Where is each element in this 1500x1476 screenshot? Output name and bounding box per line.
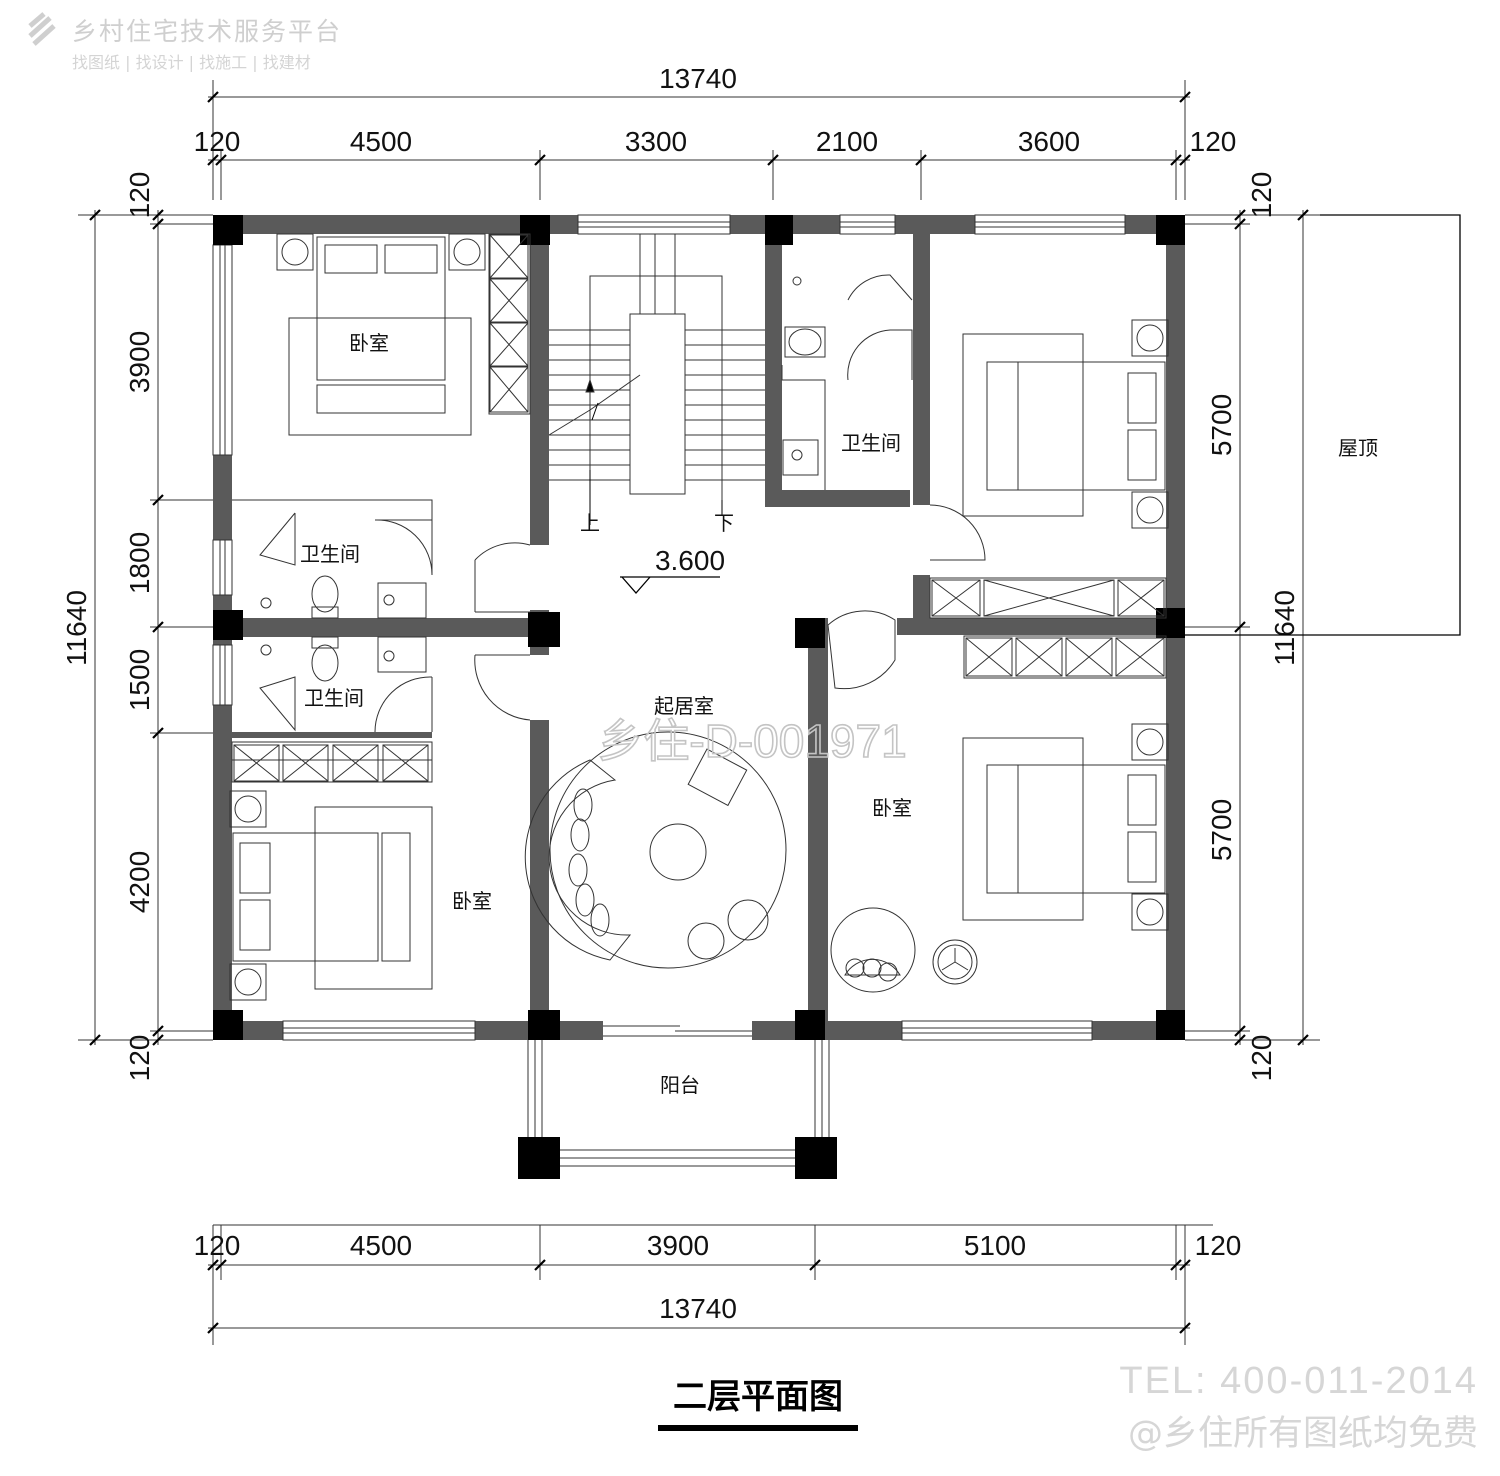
dim-top-total: 13740 [659, 63, 737, 94]
drawing-title-text: 二层平面图 [673, 1377, 843, 1417]
interior-walls [213, 215, 1185, 1040]
room-label-bedroom-sw: 卧室 [452, 889, 492, 913]
dim-bottom-2: 4500 [350, 1230, 412, 1261]
dim-left-2: 3900 [124, 331, 155, 393]
dim-right-1: 120 [1246, 172, 1277, 219]
dimension-lines [78, 80, 1320, 1345]
dim-top-3: 3300 [625, 126, 687, 157]
room-label-bath-w: 卫生间 [304, 686, 364, 710]
dim-right-3: 5700 [1206, 799, 1237, 861]
stair-down-label: 下 [714, 511, 734, 535]
dim-right-4: 120 [1246, 1035, 1277, 1082]
room-label-bedroom-se: 卧室 [872, 796, 912, 820]
bathroom-n [781, 274, 913, 490]
room-label-balcony: 阳台 [660, 1073, 700, 1097]
level-value: 3.600 [655, 545, 725, 576]
dim-top-5: 3600 [1018, 126, 1080, 157]
exterior-walls [212, 214, 1185, 1041]
staircase [548, 234, 765, 525]
bedroom-nw [276, 233, 531, 436]
room-label-bath-nw: 卫生间 [300, 542, 360, 566]
dim-left-5: 4200 [124, 851, 155, 913]
balcony: 阳台 [527, 1040, 830, 1167]
bedroom-ne [929, 319, 1169, 619]
brand-name: 乡村住宅技术服务平台 [72, 17, 342, 46]
brand-services: 找图纸 | 找设计 | 找施工 | 找建材 [72, 53, 311, 72]
dim-bottom-1: 120 [194, 1230, 241, 1261]
dim-left-4: 1500 [124, 649, 155, 711]
dim-bottom-total: 13740 [659, 1293, 737, 1324]
dim-bottom-5: 120 [1195, 1230, 1242, 1261]
dim-bottom-4: 5100 [964, 1230, 1026, 1261]
brand-logo: 乡村住宅技术服务平台 找图纸 | 找设计 | 找施工 | 找建材 [28, 12, 342, 72]
level-marker: 3.600 [620, 545, 725, 594]
dim-left-3: 1800 [124, 532, 155, 594]
dim-left-total: 11640 [61, 590, 92, 666]
living-furniture [474, 504, 986, 969]
room-label-roof: 屋顶 [1338, 436, 1378, 460]
watermark-tel: TEL: 400-011-2014 [1119, 1360, 1478, 1402]
watermark-notice: @乡住所有图纸均免费 [1128, 1414, 1478, 1454]
watermark-id: 乡住-D-001971 [597, 715, 906, 767]
dim-top-2: 4500 [350, 126, 412, 157]
room-label-bath-n: 卫生间 [841, 431, 901, 455]
drawing-title: 二层平面图 [658, 1377, 858, 1431]
dim-right-2: 5700 [1206, 394, 1237, 456]
dim-top-1: 120 [194, 126, 241, 157]
stair-up-label: 上 [580, 511, 600, 535]
roof-area: 屋顶 [1185, 214, 1461, 636]
dim-top-4: 2100 [816, 126, 878, 157]
room-label-bedroom-nw: 卧室 [349, 331, 389, 355]
dim-right-total: 11640 [1269, 590, 1300, 666]
room-label-living: 起居室 [654, 694, 714, 718]
dim-left-6: 120 [124, 1035, 155, 1082]
bathrooms-west [231, 499, 433, 783]
dim-bottom-3: 3900 [647, 1230, 709, 1261]
dim-left-1: 120 [124, 172, 155, 219]
columns [213, 215, 1185, 1179]
bedroom-se [830, 635, 1169, 993]
bedroom-sw [229, 790, 433, 1001]
dim-top-6: 120 [1190, 126, 1237, 157]
